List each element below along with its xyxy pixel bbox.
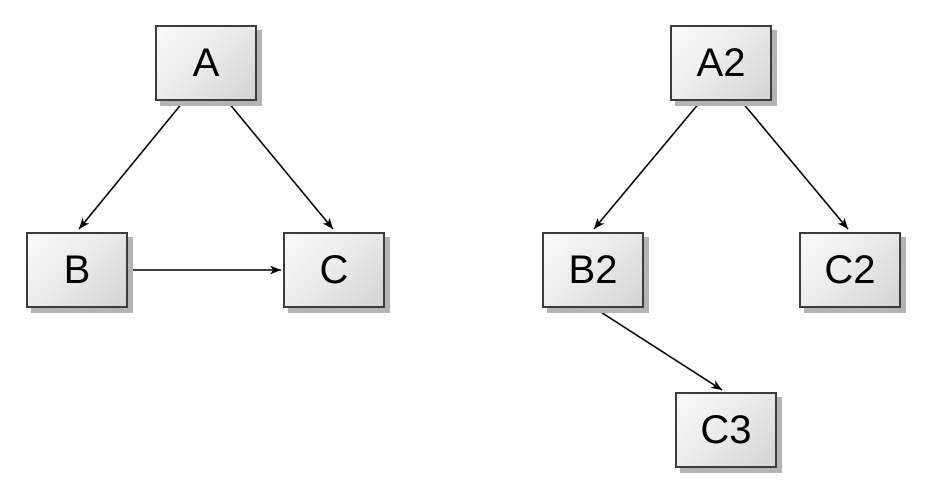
node-label: B2 xyxy=(568,248,618,292)
node-C3: C3 xyxy=(675,392,777,468)
node-B2: B2 xyxy=(542,232,644,308)
node-label: C xyxy=(319,248,349,292)
node-C2: C2 xyxy=(799,232,901,308)
node-A: A xyxy=(155,25,257,101)
edge-A-C xyxy=(227,101,334,230)
node-label: C3 xyxy=(700,408,752,452)
edge-B2-C3 xyxy=(592,306,723,391)
node-B: B xyxy=(26,232,128,308)
edge-A-B xyxy=(78,101,184,230)
node-label: A xyxy=(192,41,220,85)
edge-A2-C2 xyxy=(741,101,849,230)
edge-A2-B2 xyxy=(593,101,701,230)
node-label: C2 xyxy=(824,248,876,292)
node-A2: A2 xyxy=(670,25,772,101)
node-label: A2 xyxy=(696,41,746,85)
node-label: B xyxy=(63,248,91,292)
node-C: C xyxy=(283,232,385,308)
